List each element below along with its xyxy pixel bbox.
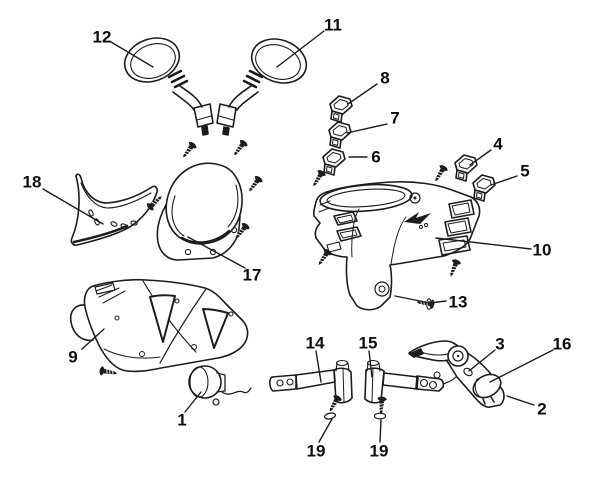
callout-5: 5 [520,162,529,181]
screw-19-right [373,395,388,420]
callout-19-right: 19 [370,442,389,461]
throttle-housing-assembly [408,340,505,408]
callout-10: 10 [533,241,552,260]
callout-1: 1 [177,411,186,430]
right-mirror [216,38,308,136]
callout-7: 7 [390,109,399,128]
screw [308,168,328,190]
cable-clamp-7 [328,121,352,149]
callout-13: 13 [449,293,468,312]
screw [98,365,119,379]
cable-clamp-4 [454,154,478,182]
callout-11: 11 [324,16,342,35]
horn [188,365,252,406]
screw-13 [415,297,436,310]
cable-clamp-6 [322,148,346,176]
callout-9: 9 [68,348,77,367]
left-mirror [123,37,214,136]
right-lever [364,359,445,404]
leader-lines [42,30,554,443]
screw-19-left [323,393,344,420]
screw [178,140,199,161]
callout-8: 8 [380,69,389,88]
handle-front-cover [69,278,249,373]
callout-17: 17 [243,266,262,285]
meter-visor [156,162,243,261]
screw [229,138,250,159]
cable-clamp-5 [472,174,496,202]
callout-6: 6 [371,148,380,167]
callout-15: 15 [359,334,378,353]
callout-2: 2 [537,400,546,419]
callout-19-left: 19 [307,442,326,461]
cable-clamp-8 [329,95,353,123]
callout-14: 14 [306,334,325,353]
left-lever [269,359,353,404]
screws [98,138,462,420]
screw [244,174,265,195]
line-art [42,30,554,443]
screw [445,257,462,279]
screw [430,163,450,185]
front-visor-garnish [70,173,158,246]
callout-16: 16 [553,335,572,354]
callout-labels: 1 2 3 4 5 6 7 8 9 10 11 12 13 14 15 16 1… [23,16,572,461]
callout-18: 18 [23,173,42,192]
callout-12: 12 [93,28,112,47]
handle-rear-cover [312,181,481,311]
callout-3: 3 [495,335,504,354]
callout-4: 4 [493,135,503,154]
